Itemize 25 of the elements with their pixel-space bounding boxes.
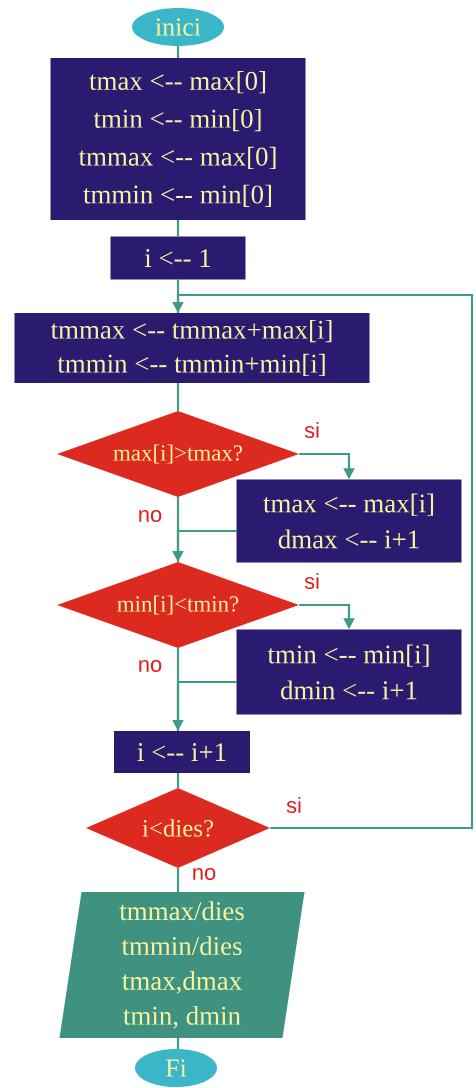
edge-label: no (136, 509, 164, 523)
connector-line (176, 868, 180, 892)
edge-label: si (285, 795, 303, 815)
terminal-oval: Fi (135, 1049, 217, 1087)
process-box: tmmax <-- tmmax+max[i] tmmin <-- tmmin+min[i] (14, 313, 370, 383)
process-box: i <-- 1 (110, 236, 246, 280)
connector-line (176, 279, 180, 313)
connector-line (176, 383, 180, 411)
connector-line (176, 773, 180, 788)
edge-label: si (303, 571, 321, 591)
connector-line (176, 497, 180, 562)
arrow (172, 293, 474, 830)
connector-line (176, 220, 180, 237)
process-box: tmin <-- min[i] dmin <-- i+1 (236, 629, 462, 715)
edge-label: si (303, 420, 321, 440)
process-box: tmax <-- max[i] dmax <-- i+1 (236, 479, 462, 563)
output-parallelogram: tmmax/dies tmmin/dies tmax,dmax tmin, dmin (59, 892, 305, 1038)
edge-label: no (136, 659, 164, 673)
terminal-oval: inici (132, 8, 224, 46)
process-box: i <-- i+1 (114, 731, 250, 773)
connector-line (176, 46, 180, 58)
process-box: tmax <-- max[0] tmin <-- min[0] tmmax <-- max[0] tmmin <-- min[0] (50, 58, 306, 220)
edge-label: no (190, 867, 218, 881)
connector-line (176, 648, 180, 731)
connector-line (176, 1038, 180, 1049)
